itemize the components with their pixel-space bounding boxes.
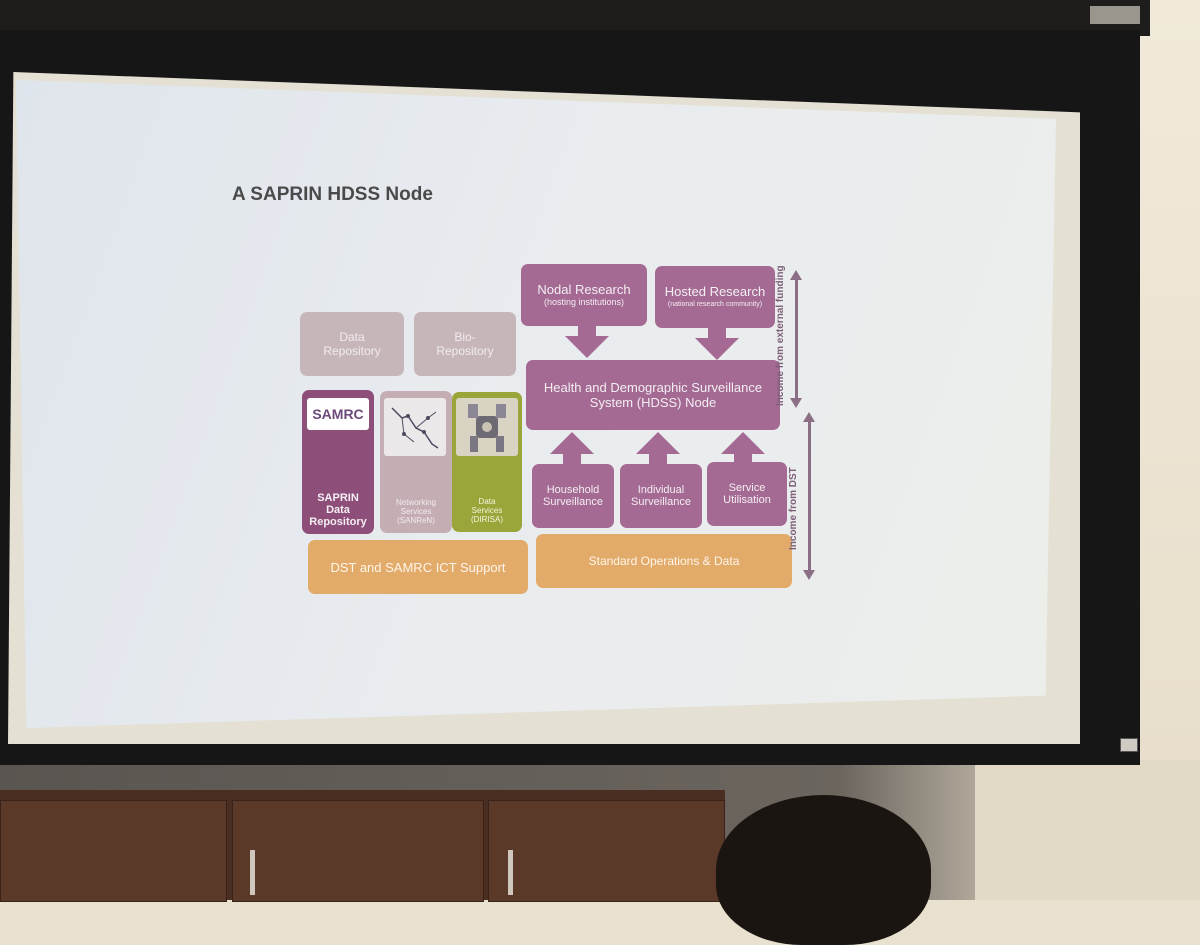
arrow-stem (578, 326, 596, 336)
bio-repository-box: Bio- Repository (414, 312, 516, 376)
arrow-stem (708, 328, 726, 338)
hosted-research-subtitle: (national research community) (665, 299, 765, 310)
household-line2: Surveillance (543, 496, 603, 508)
slide-title: A SAPRIN HDSS Node (232, 184, 433, 206)
arrow-down-icon (803, 570, 815, 580)
external-funding-label: Income from external funding (775, 246, 786, 406)
cabinet-handle (508, 850, 513, 895)
samrc-logo-text: SAMRC (312, 406, 363, 422)
dst-income-label: Income from DST (788, 440, 799, 550)
individual-line2: Surveillance (631, 496, 691, 508)
bio-repository-line1: Bio- (454, 330, 475, 344)
networking-line2: Services (401, 507, 432, 516)
dst-line (808, 420, 811, 570)
household-surveillance-box: Household Surveillance (532, 464, 614, 528)
service-utilisation-box: Service Utilisation (707, 462, 787, 526)
data-services-line1: Data (479, 497, 496, 506)
household-line1: Household (547, 484, 600, 496)
saprin-line2: Data (326, 504, 350, 516)
individual-surveillance-box: Individual Surveillance (620, 464, 702, 528)
nodal-research-subtitle: (hosting institutions) (537, 297, 630, 308)
hosted-research-box: Hosted Research (national research commu… (655, 266, 775, 328)
data-repository-line2: Repository (323, 344, 380, 358)
saprin-line1: SAPRIN (317, 492, 359, 504)
audience-head (716, 795, 931, 945)
samrc-logo: SAMRC (307, 398, 369, 430)
up-arrow-icon (550, 432, 594, 454)
hdss-node-box: Health and Demographic Surveillance Syst… (526, 360, 780, 430)
standard-operations-bar: Standard Operations & Data (536, 534, 792, 588)
saprin-line3: Repository (309, 516, 366, 528)
wall-switch (1120, 738, 1138, 752)
up-arrow-icon (721, 432, 765, 454)
data-repository-box: Data Repository (300, 312, 404, 376)
nodal-research-box: Nodal Research (hosting institutions) (521, 264, 647, 326)
networking-line3: (SANReN) (397, 516, 435, 525)
service-line1: Service (729, 482, 766, 494)
hdss-node-line1: Health and Demographic Surveillance (544, 380, 762, 395)
bio-repository-line2: Repository (436, 344, 493, 358)
service-line2: Utilisation (723, 494, 771, 506)
cabinet-door (232, 800, 484, 902)
individual-line1: Individual (638, 484, 684, 496)
data-services-line3: (DIRISA) (471, 515, 503, 524)
up-arrow-icon (636, 432, 680, 454)
hosted-research-title: Hosted Research (665, 284, 765, 299)
door-frame (975, 760, 1200, 900)
data-services-line2: Services (472, 506, 503, 515)
arrow-down-icon (790, 398, 802, 408)
nodal-research-title: Nodal Research (537, 282, 630, 297)
data-repository-line1: Data (339, 330, 364, 344)
network-map-image (384, 398, 446, 456)
down-arrow-icon (565, 336, 609, 358)
cabinet-door (0, 800, 227, 902)
ict-support-bar: DST and SAMRC ICT Support (308, 540, 528, 594)
cabinet-door (488, 800, 725, 902)
funding-line (795, 278, 798, 398)
housing-end-cap (1090, 6, 1140, 24)
down-arrow-icon (695, 338, 739, 360)
hdss-node-line2: System (HDSS) Node (590, 395, 716, 410)
networking-line1: Networking (396, 498, 436, 507)
cabinet-handle (250, 850, 255, 895)
data-center-image (456, 398, 518, 456)
